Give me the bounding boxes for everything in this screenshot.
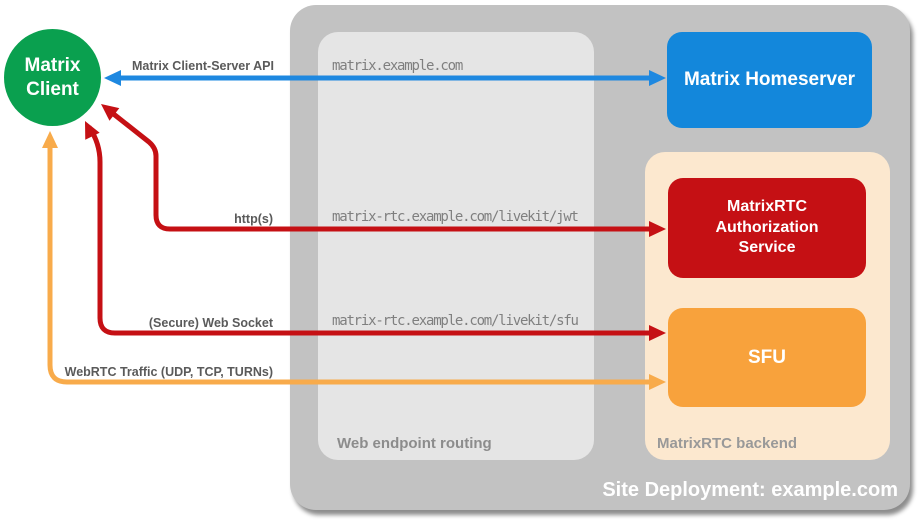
client-homeserver-arrowhead-left (104, 70, 121, 86)
matrix-client-label: Matrix Client (24, 54, 81, 100)
matrix-homeserver-label: Matrix Homeserver (683, 69, 856, 90)
arrow-label-websocket: (Secure) Web Socket (148, 316, 273, 330)
client-sfu-webrtc-arrowhead-client (42, 131, 58, 148)
web-endpoint-routing-label: Web endpoint routing (337, 435, 492, 452)
matrixrtc-auth-service-node: MatrixRTC Authorization Service (668, 178, 866, 278)
sfu-node: SFU (668, 308, 866, 407)
route-livekit-sfu: matrix-rtc.example.com/livekit/sfu (332, 313, 579, 329)
matrix-client-node: Matrix Client (4, 29, 101, 126)
arrow-label-client-server-api: Matrix Client-Server API (132, 59, 274, 73)
route-livekit-jwt: matrix-rtc.example.com/livekit/jwt (332, 209, 579, 225)
web-endpoint-routing-box: Web endpoint routing (318, 32, 594, 460)
client-auth-arrowhead-client (101, 104, 120, 121)
arrow-label-webrtc: WebRTC Traffic (UDP, TCP, TURNs) (64, 365, 273, 379)
matrix-homeserver-node: Matrix Homeserver (667, 32, 872, 128)
matrixrtc-backend-label: MatrixRTC backend (657, 435, 798, 452)
sfu-label: SFU (748, 346, 786, 368)
matrixrtc-auth-service-label: MatrixRTC Authorization Service (715, 197, 819, 257)
arrow-label-https: http(s) (234, 212, 273, 226)
route-matrix-example-com: matrix.example.com (332, 58, 463, 74)
site-deployment-label: Site Deployment: example.com (602, 479, 898, 501)
client-sfu-websocket-arrowhead-client (85, 121, 100, 140)
